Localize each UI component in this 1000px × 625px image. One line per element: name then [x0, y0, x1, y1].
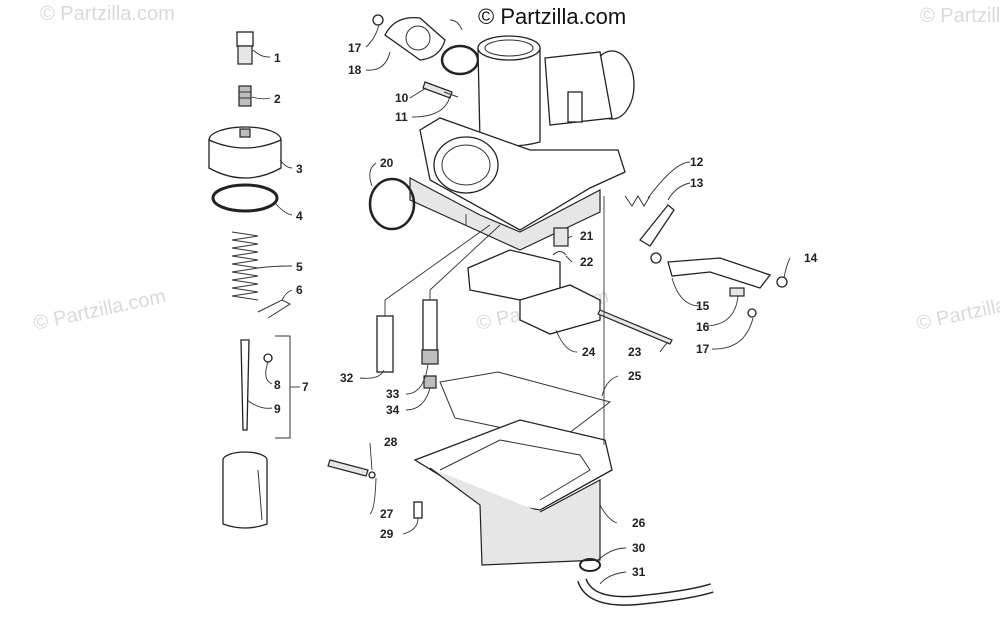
callout-24: 24	[582, 345, 596, 359]
part-2-adjuster	[238, 85, 252, 107]
part-19-o-ring	[440, 44, 480, 76]
callout-30: 30	[632, 541, 646, 555]
part-4-o-ring	[211, 183, 279, 213]
part-27-o-ring	[368, 471, 376, 479]
callout-27: 27	[380, 507, 394, 521]
callout-21: 21	[580, 229, 594, 243]
watermark-top-right: © Partzilla.com	[920, 5, 1000, 27]
part-18-gasket	[384, 16, 446, 61]
part-11-spring	[443, 91, 459, 98]
callout-34: 34	[386, 403, 400, 417]
callout-1: 1	[274, 51, 281, 65]
part-15-bracket	[667, 257, 772, 289]
callout-20: 20	[380, 156, 394, 170]
part-3-top-cap	[208, 126, 282, 179]
callout-labels: 1 2 3 4 5 6 7 8 9 10 11 12 13 14 15 16 1…	[274, 41, 818, 579]
part-24-float	[467, 249, 601, 335]
callout-26: 26	[632, 516, 646, 530]
part-25-bowl-gasket	[439, 371, 612, 441]
part-5-spring	[231, 231, 259, 301]
callout-2: 2	[274, 92, 281, 106]
watermark-top-left: © Partzilla.com	[40, 3, 175, 25]
callout-23: 23	[628, 345, 642, 359]
part-21-valve	[553, 227, 569, 247]
leader-lines	[246, 19, 791, 585]
callout-17-bottom: 17	[696, 342, 710, 356]
part-13-throttle-lever	[639, 204, 675, 264]
callout-8: 8	[274, 378, 281, 392]
screw-17-top	[372, 14, 384, 26]
part-26-float-bowl	[413, 419, 613, 566]
callout-13: 13	[690, 176, 704, 190]
callout-33: 33	[386, 387, 400, 401]
part-22-clip	[552, 251, 567, 256]
part-29-screw	[413, 501, 423, 519]
callout-18: 18	[348, 63, 362, 77]
callout-10: 10	[395, 91, 409, 105]
part-1-cap-fitting	[236, 31, 254, 65]
part-12-spring	[624, 195, 651, 207]
callout-22: 22	[580, 255, 594, 269]
callout-28: 28	[384, 435, 398, 449]
part-33-needle-jet	[421, 299, 439, 365]
throttle-slide	[222, 451, 268, 529]
part-17-bolt-lower	[747, 308, 757, 318]
part-31-drain-hose	[577, 578, 714, 606]
callout-25: 25	[628, 369, 642, 383]
watermark-left: © Partzilla.com	[31, 285, 167, 335]
callout-32: 32	[340, 371, 354, 385]
part-34-jet	[423, 375, 437, 389]
part-10-screw	[422, 81, 453, 99]
part-20-o-ring	[368, 177, 416, 231]
watermark-right: © Partzilla.com	[914, 285, 1000, 335]
callout-14: 14	[804, 251, 818, 265]
callout-4: 4	[296, 209, 303, 223]
callout-16: 16	[696, 320, 710, 334]
part-16-spacer	[729, 287, 745, 297]
callout-31: 31	[632, 565, 646, 579]
part-8-needle-clip	[263, 353, 273, 363]
callout-3: 3	[296, 162, 303, 176]
callout-17-top: 17	[348, 41, 362, 55]
part-23-pin	[597, 309, 673, 345]
part-6-clip	[257, 299, 292, 319]
callout-12: 12	[690, 155, 704, 169]
callout-7: 7	[302, 380, 309, 394]
part-32-main-jet	[376, 315, 394, 373]
callout-6: 6	[296, 283, 303, 297]
part-14-bolt	[776, 276, 788, 288]
callout-11: 11	[395, 110, 408, 124]
carburetor-body	[409, 35, 635, 251]
callout-29: 29	[380, 527, 394, 541]
callout-15: 15	[696, 299, 710, 313]
brand-mark: © Partzilla.com	[478, 4, 626, 29]
callout-9: 9	[274, 402, 281, 416]
part-9-jet-needle	[240, 339, 250, 431]
part-30-clamp	[579, 558, 601, 572]
part-28-drain-screw	[327, 459, 369, 477]
callout-5: 5	[296, 260, 303, 274]
